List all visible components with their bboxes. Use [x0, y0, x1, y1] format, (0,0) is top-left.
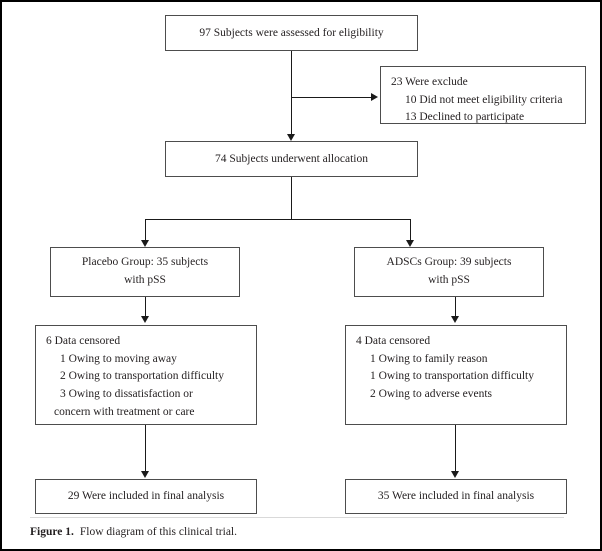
node-placebo-censored-reason-3-line2: concern with treatment or care [54, 405, 195, 418]
connector-assessed-to-allocation-vertical [291, 51, 293, 136]
node-placebo-group-line1: Placebo Group: 35 subjects [81, 256, 209, 269]
figure-caption-text: Flow diagram of this clinical trial. [79, 526, 238, 538]
node-excluded-heading: 23 Were exclude [391, 76, 468, 88]
arrowhead-into-adscs-final [451, 471, 459, 478]
connector-adscs-censored-to-final [455, 425, 457, 473]
connector-allocation-to-adscs [410, 219, 412, 243]
node-placebo-censored-heading: 6 Data censored [46, 335, 121, 347]
node-allocation-label: 74 Subjects underwent allocation [215, 152, 368, 165]
node-assessed-for-eligibility: 97 Subjects were assessed for eligibilit… [165, 15, 418, 51]
node-placebo-final-analysis: 29 Were included in final analysis [35, 479, 257, 514]
arrowhead-into-adscs-group [406, 240, 414, 247]
node-excluded-reason-2: 13 Declined to participate [405, 111, 525, 124]
arrowhead-into-adscs-censored [451, 316, 459, 323]
connector-placebo-to-censored [145, 297, 147, 318]
connector-adscs-to-censored [455, 297, 457, 318]
figure-caption: Figure 1. Flow diagram of this clinical t… [30, 526, 237, 538]
node-adscs-censored-heading: 4 Data censored [356, 335, 431, 347]
node-excluded: 23 Were exclude 10 Did not meet eligibil… [380, 66, 586, 124]
arrowhead-into-placebo-group [141, 240, 149, 247]
node-adscs-group-line1: ADSCs Group: 39 subjects [386, 256, 512, 269]
arrowhead-into-placebo-censored [141, 316, 149, 323]
node-adscs-group-line2: with pSS [428, 274, 470, 286]
connector-to-excluded-horizontal [291, 97, 372, 99]
arrowhead-into-placebo-final [141, 471, 149, 478]
node-adscs-censored-reason-3: 2 Owing to adverse events [370, 388, 492, 401]
node-placebo-censored-reason-2: 2 Owing to transportation difficulty [60, 370, 224, 383]
node-placebo-censored-reason-3-line1: 3 Owing to dissatisfaction or [60, 388, 193, 401]
node-assessed-label: 97 Subjects were assessed for eligibilit… [199, 26, 384, 39]
node-adscs-final-analysis: 35 Were included in final analysis [345, 479, 567, 514]
node-excluded-reason-1: 10 Did not meet eligibility criteria [405, 93, 563, 106]
node-placebo-final-label: 29 Were included in final analysis [67, 490, 225, 503]
caption-divider [30, 517, 564, 518]
connector-allocation-split-horizontal [145, 219, 411, 221]
node-adscs-censored-reason-2: 1 Owing to transportation difficulty [370, 370, 534, 383]
connector-allocation-to-placebo [145, 219, 147, 243]
connector-allocation-stem [291, 177, 293, 220]
node-adscs-censored: 4 Data censored 1 Owing to family reason… [345, 325, 567, 425]
node-adscs-final-label: 35 Were included in final analysis [377, 490, 535, 503]
figure-caption-label: Figure 1. [30, 526, 74, 538]
node-adscs-censored-reason-1: 1 Owing to family reason [370, 352, 488, 365]
arrowhead-into-allocation [287, 134, 295, 141]
connector-placebo-censored-to-final [145, 425, 147, 473]
node-placebo-group-line2: with pSS [124, 274, 166, 286]
node-placebo-group: Placebo Group: 35 subjects with pSS [50, 247, 240, 297]
node-adscs-group: ADSCs Group: 39 subjects with pSS [354, 247, 544, 297]
arrowhead-into-excluded [371, 93, 378, 101]
node-underwent-allocation: 74 Subjects underwent allocation [165, 141, 418, 177]
node-placebo-censored-reason-1: 1 Owing to moving away [60, 352, 177, 365]
node-placebo-censored: 6 Data censored 1 Owing to moving away 2… [35, 325, 257, 425]
